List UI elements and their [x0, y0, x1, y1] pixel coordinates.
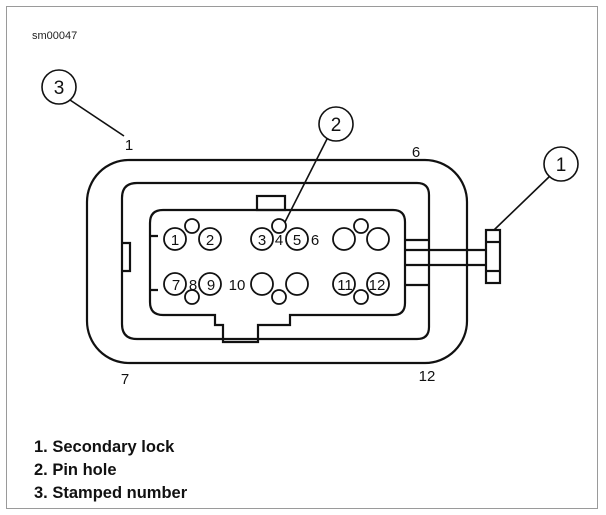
- pin-hole: [271, 289, 287, 305]
- stamped-number-top-right: 6: [412, 144, 420, 161]
- pin-hole: [184, 289, 200, 305]
- stamped-number-top-left: 1: [125, 137, 133, 154]
- pin-number: 3: [258, 232, 266, 249]
- callout-bubble-1: [543, 146, 579, 182]
- connector-side-notch: [122, 241, 132, 273]
- pin-hole: [366, 227, 390, 251]
- pin-hole: [184, 218, 200, 234]
- pin-hole: [198, 227, 222, 251]
- connector-inner-shell: [120, 181, 431, 341]
- callout-leader-2: [284, 138, 328, 223]
- callout-leader-1: [493, 175, 551, 231]
- callout-label-secondary-lock: 1: [556, 155, 567, 176]
- pin-hole: [332, 227, 356, 251]
- pin-number: 10: [229, 277, 246, 294]
- pin-hole: [285, 272, 309, 296]
- pin-number: 2: [206, 232, 214, 249]
- pin-hole: [250, 272, 274, 296]
- figure-reference-code: sm00047: [32, 30, 78, 42]
- pin-number: 8: [189, 277, 197, 294]
- pin-number: 11: [337, 277, 353, 294]
- callout-bubble-2: [318, 106, 354, 142]
- pin-hole: [163, 227, 187, 251]
- pin-holes: [163, 218, 390, 305]
- pin-hole: [353, 289, 369, 305]
- connector-outer-housing: [85, 158, 469, 365]
- pin-hole: [163, 272, 187, 296]
- figure-frame: [6, 6, 598, 509]
- connector-pin-face: [148, 208, 407, 344]
- pin-hole: [250, 227, 274, 251]
- secondary-lock: [405, 228, 502, 285]
- legend-list: 1. Secondary lock 2. Pin hole 3. Stamped…: [34, 436, 187, 505]
- callout-label-pin-hole: 2: [331, 115, 342, 136]
- pin-number: 9: [207, 277, 215, 294]
- connector-top-tab: [255, 194, 287, 212]
- pin-hole: [198, 272, 222, 296]
- stamped-number-bottom-right: 12: [419, 368, 436, 385]
- connector-ledges: [150, 234, 429, 292]
- callout-leader-3: [69, 99, 125, 137]
- pin-number: 5: [293, 232, 301, 249]
- callout-bubble-3: [41, 69, 77, 105]
- pin-hole: [332, 272, 356, 296]
- pin-hole: [271, 218, 287, 234]
- callout-label-stamped-number: 3: [54, 78, 65, 99]
- pin-number: 12: [369, 277, 386, 294]
- legend-item: 1. Secondary lock: [34, 438, 175, 456]
- pin-hole: [353, 218, 369, 234]
- pin-number: 7: [172, 277, 180, 294]
- legend-item: 3. Stamped number: [34, 484, 188, 502]
- pin-number: 4: [275, 232, 283, 249]
- pin-hole: [366, 272, 390, 296]
- legend-item: 2. Pin hole: [34, 461, 117, 479]
- pin-number: 1: [171, 232, 179, 249]
- pin-number: 6: [311, 232, 319, 249]
- pin-hole: [285, 227, 309, 251]
- stamped-number-bottom-left: 7: [121, 371, 129, 388]
